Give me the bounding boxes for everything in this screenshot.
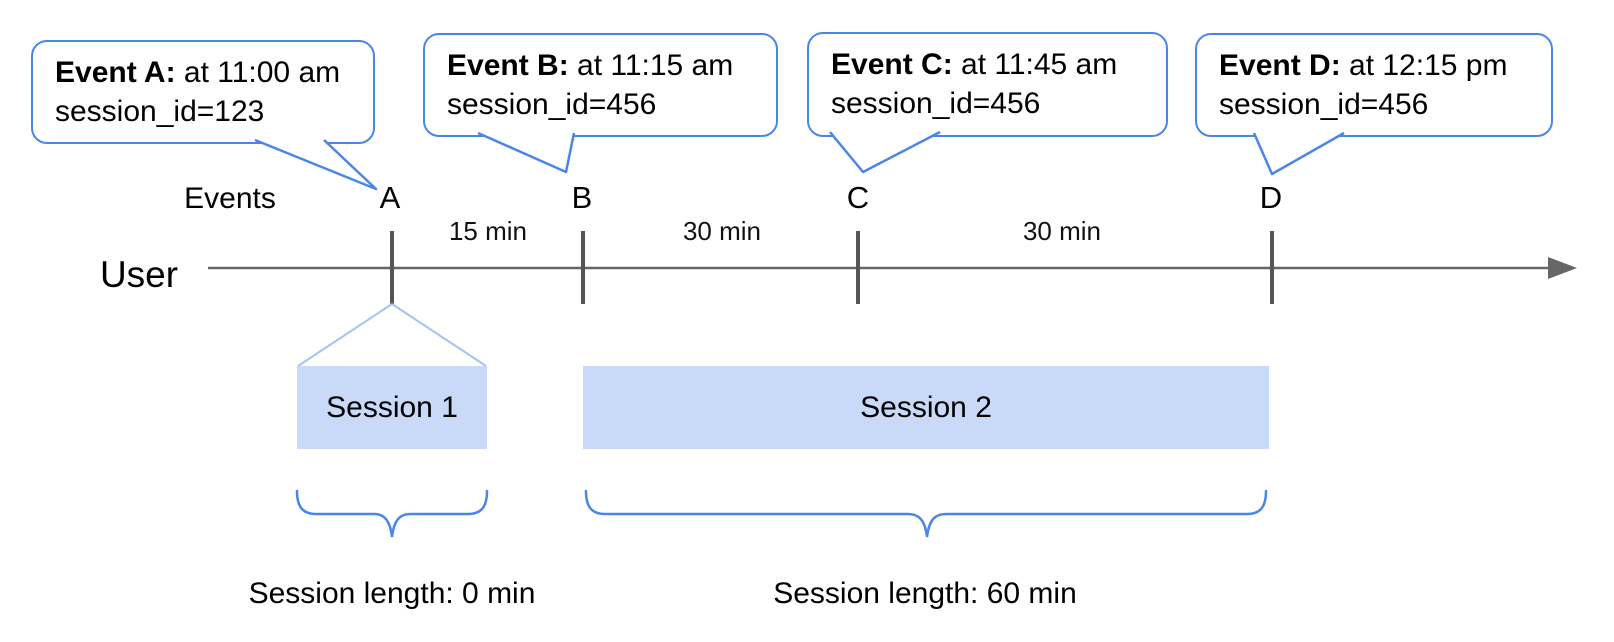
bubble-event-time: at 11:15 am [568, 49, 734, 82]
session-2-length-label: Session length: 60 min [773, 577, 1077, 610]
bubble-event-title: Event B: [447, 49, 569, 82]
session-2-bar: Session 2 [583, 366, 1269, 449]
underbrace-session-2 [584, 489, 1268, 538]
session-1-label: Session 1 [326, 390, 458, 424]
bubble-event-title: Event D: [1219, 49, 1341, 82]
event-marker-d: D [1259, 180, 1283, 215]
event-marker-a: A [379, 180, 401, 215]
session1-funnel-connector-left [297, 303, 393, 367]
speech-bubble-event-c: Event C: at 11:45 am session_id=456 [807, 32, 1168, 137]
bubble-event-title: Event C: [831, 48, 953, 81]
bubble-session-id: session_id=123 [55, 95, 265, 128]
underbrace-session-1 [295, 489, 489, 538]
bubble-event-time: at 11:45 am [952, 48, 1118, 81]
interval-label-b-c: 30 min [682, 216, 762, 246]
bubble-session-id: session_id=456 [1219, 88, 1429, 121]
bubble-session-id: session_id=456 [447, 88, 657, 121]
bubble-line-1: Event A: at 11:00 am [55, 53, 351, 92]
events-row-label: Events [184, 182, 276, 215]
bubble-tail-b [477, 131, 576, 174]
bubble-line-1: Event B: at 11:15 am [447, 46, 754, 85]
bubble-tail-c [829, 130, 941, 174]
session-1-length-label: Session length: 0 min [248, 577, 536, 610]
event-marker-c: C [846, 180, 870, 215]
event-marker-b: B [571, 180, 593, 215]
bubble-tail-d [1252, 131, 1345, 176]
speech-bubble-event-a: Event A: at 11:00 am session_id=123 [31, 40, 375, 144]
bubble-event-time: at 12:15 pm [1340, 49, 1508, 82]
speech-bubble-event-b: Event B: at 11:15 am session_id=456 [423, 33, 778, 137]
user-timeline-label: User [99, 254, 179, 295]
session1-funnel-connector-right [391, 303, 487, 367]
bubble-event-time: at 11:00 am [175, 56, 341, 89]
interval-label-c-d: 30 min [1022, 216, 1102, 246]
bubble-line-1: Event C: at 11:45 am [831, 45, 1144, 84]
bubble-event-title: Event A: [55, 56, 176, 89]
bubble-session-id: session_id=456 [831, 87, 1041, 120]
session-2-label: Session 2 [860, 390, 992, 424]
interval-label-a-b: 15 min [448, 216, 528, 246]
speech-bubble-event-d: Event D: at 12:15 pm session_id=456 [1195, 33, 1553, 137]
timeline-arrowhead-icon [1548, 257, 1577, 279]
bubble-line-1: Event D: at 12:15 pm [1219, 46, 1529, 85]
session-1-bar: Session 1 [297, 366, 487, 449]
